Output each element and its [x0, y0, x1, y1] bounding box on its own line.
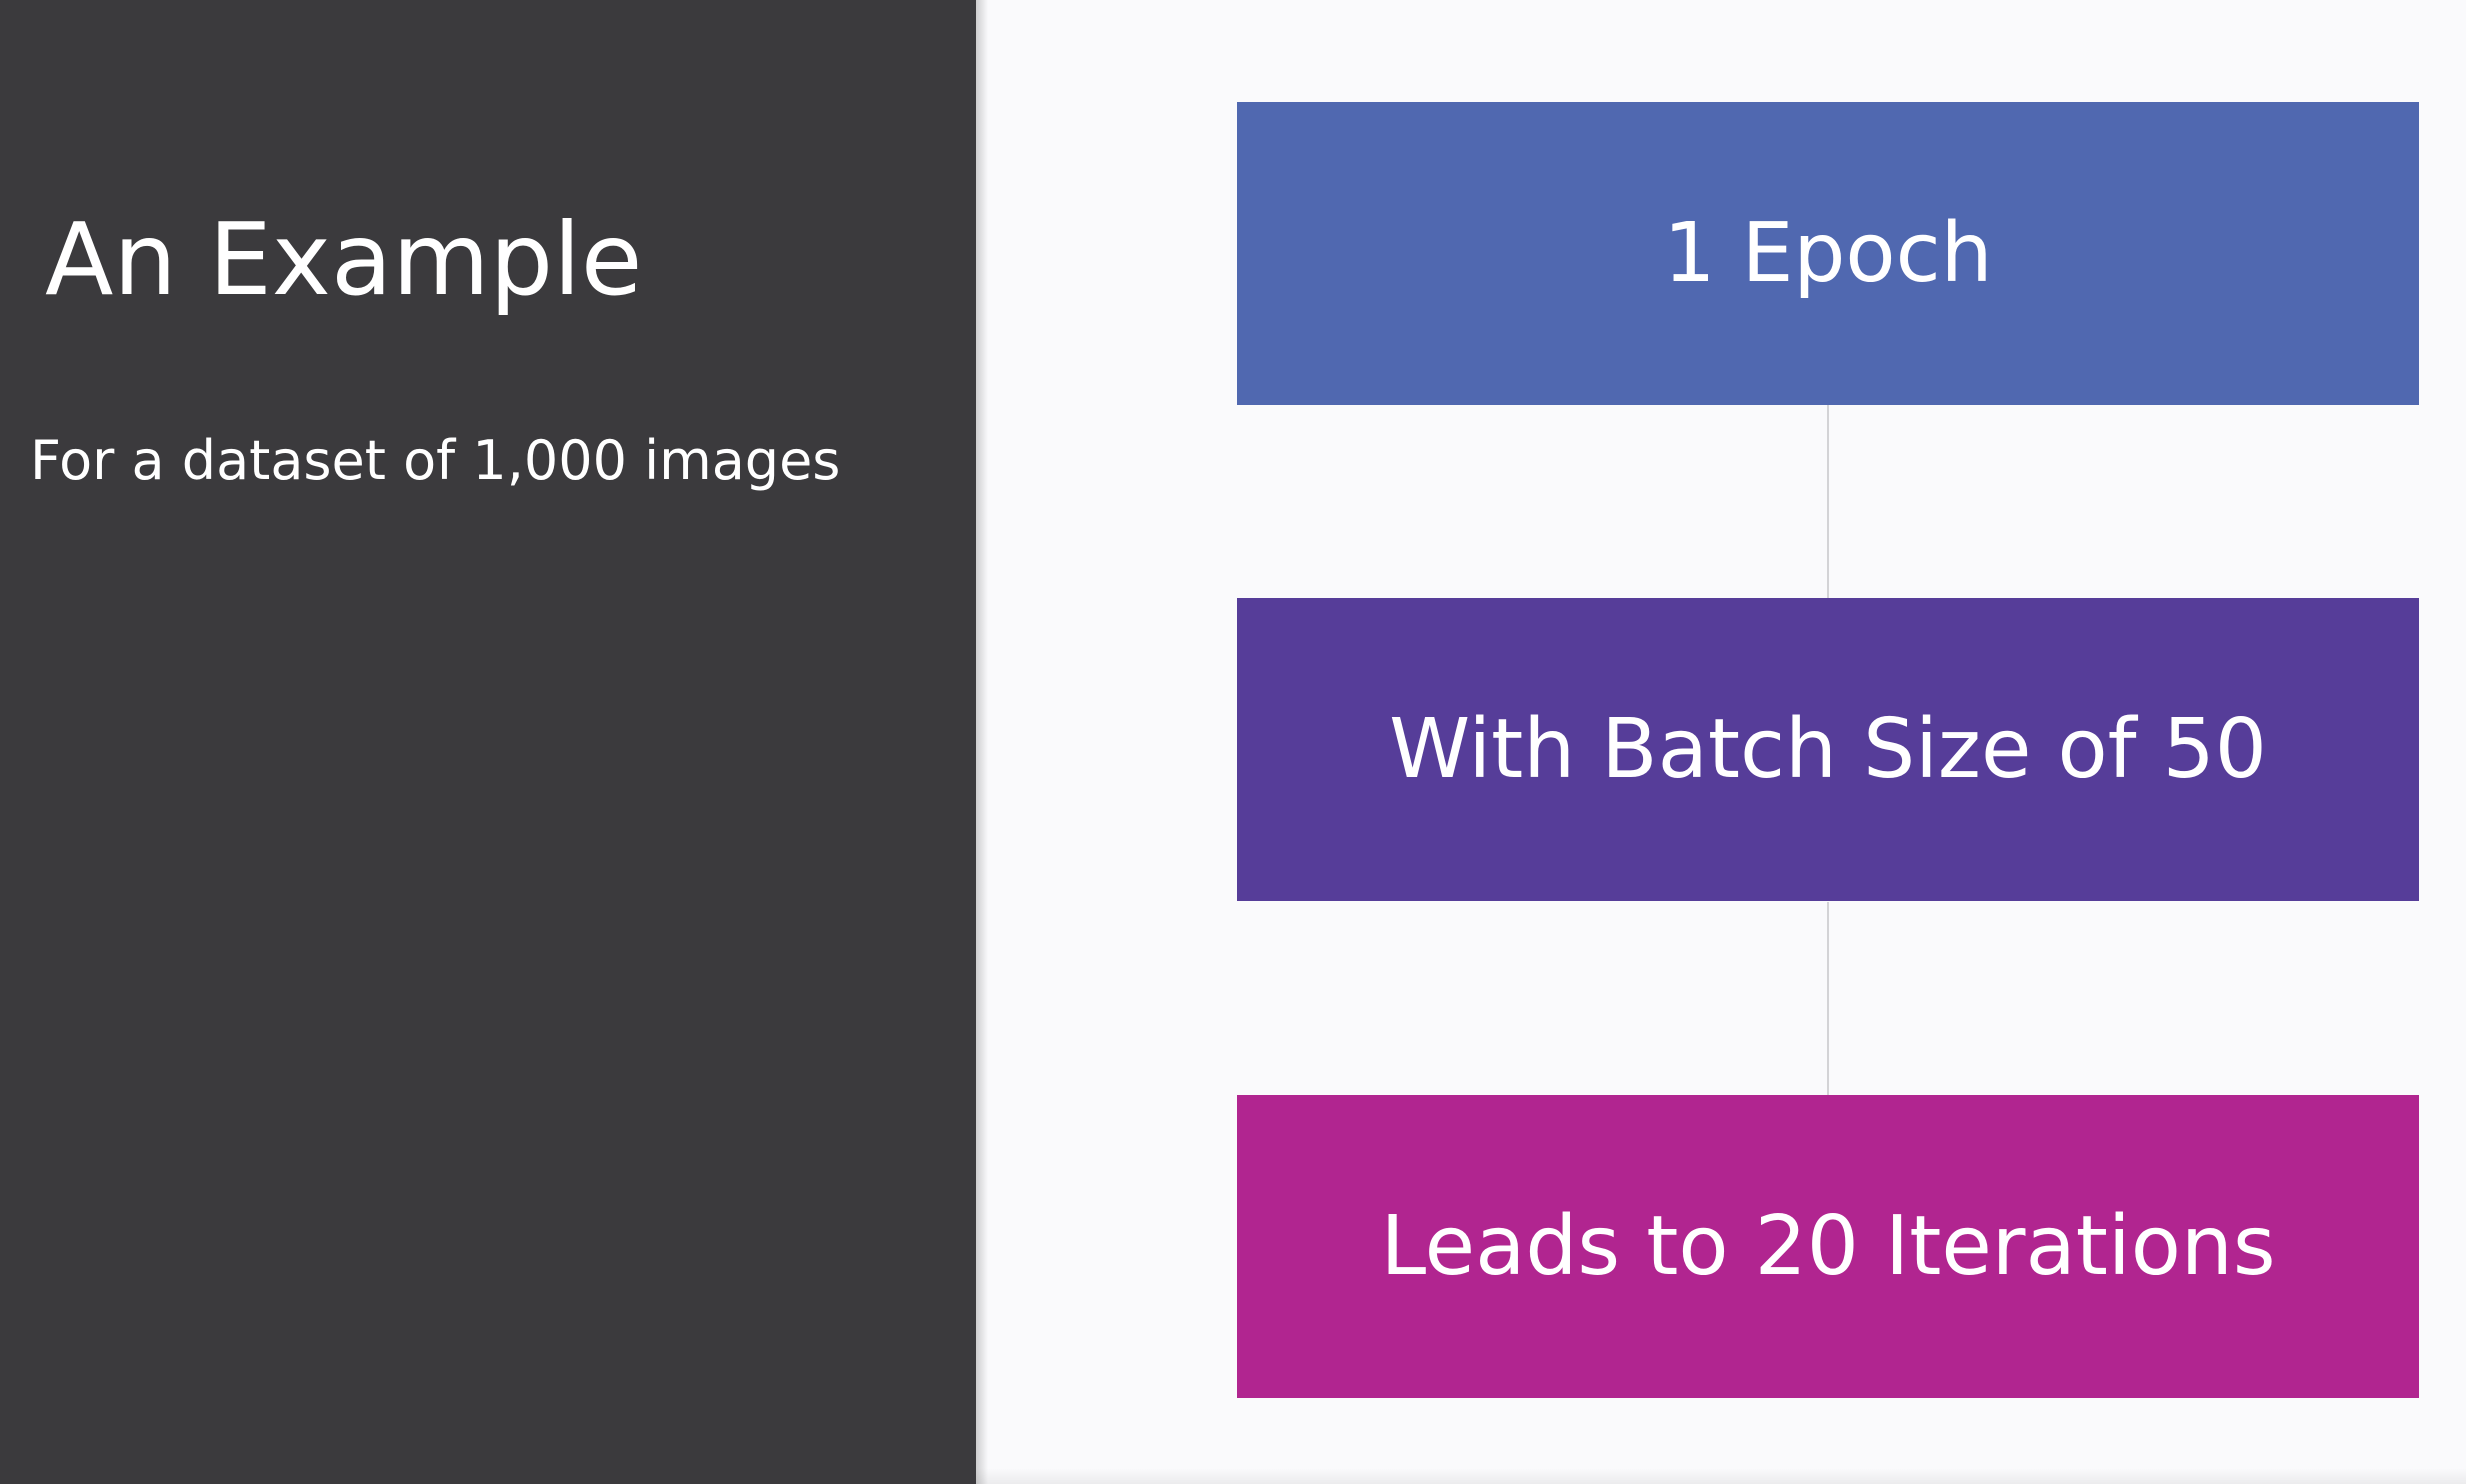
- step-label: 1 Epoch: [1663, 205, 1993, 301]
- step-label: Leads to 20 Iterations: [1380, 1198, 2276, 1294]
- step-label: With Batch Size of 50: [1389, 701, 2267, 797]
- slide-title: An Example: [45, 201, 643, 318]
- panel-divider-shadow: [976, 0, 988, 1484]
- slide-subtitle: For a dataset of 1,000 images: [30, 429, 841, 492]
- left-panel: An Example For a dataset of 1,000 images: [0, 0, 976, 1484]
- connector-line: [1827, 902, 1829, 1095]
- bottom-fade: [976, 1468, 2466, 1484]
- step-box-epoch: 1 Epoch: [1237, 102, 2419, 405]
- step-box-iterations: Leads to 20 Iterations: [1237, 1095, 2419, 1398]
- step-box-batch-size: With Batch Size of 50: [1237, 598, 2419, 901]
- connector-line: [1827, 405, 1829, 598]
